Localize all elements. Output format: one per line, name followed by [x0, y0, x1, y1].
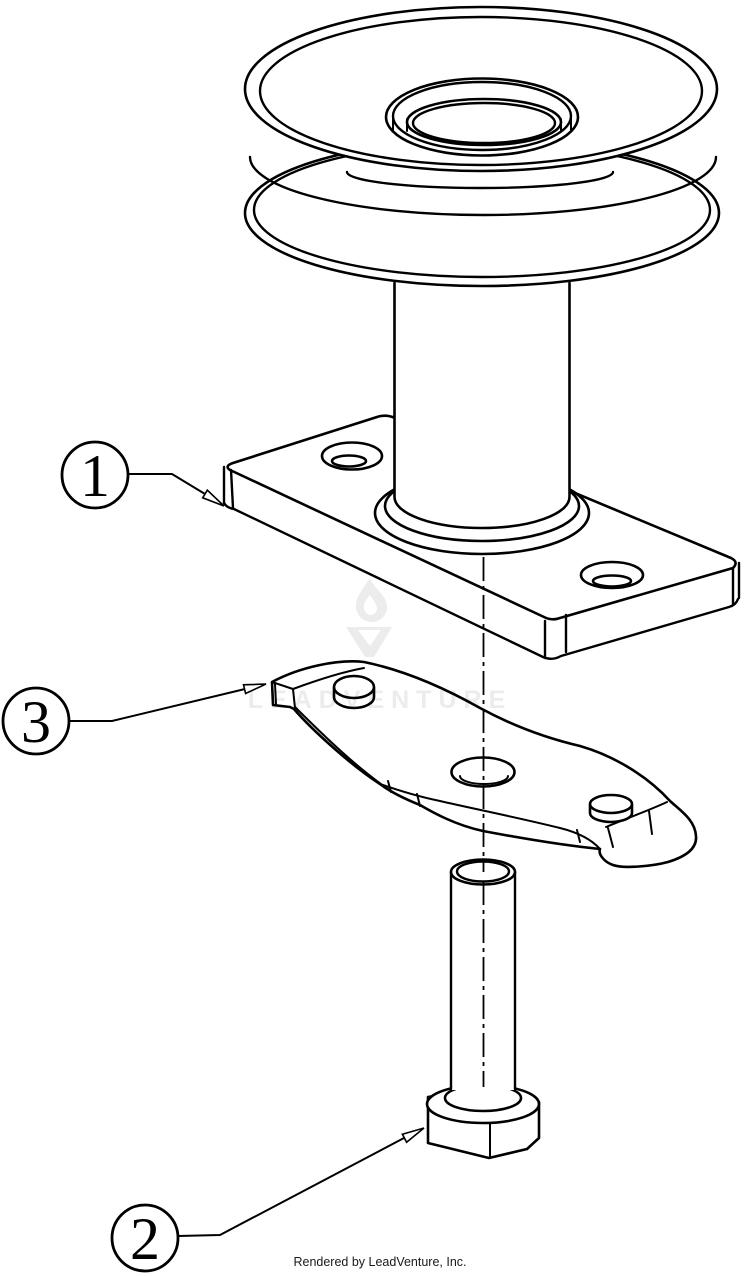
callout-3[interactable]: 3 — [1, 683, 267, 756]
bracket-band-upper-line — [379, 783, 601, 850]
watermark-text: LEADVENTURE — [248, 686, 513, 714]
bracket-tip-facets — [605, 801, 668, 848]
callout-2-leader-line — [177, 1137, 405, 1237]
plate-bottom-edges — [222, 501, 740, 660]
callout-2-arrowhead — [401, 1127, 425, 1144]
bracket-rivet-left-top — [332, 674, 376, 700]
callout-2[interactable]: 2 — [110, 1127, 425, 1273]
v-mark-glyph — [346, 627, 392, 657]
pulley-groove-inner-arc — [345, 170, 615, 190]
pulley-hub-wall-ticks — [392, 115, 572, 131]
callout-1-bubble[interactable] — [60, 440, 130, 510]
bolt-tube-sides — [449, 870, 517, 1091]
pulley-part — [243, 5, 721, 288]
callout-3-arrowhead — [242, 683, 267, 695]
leadventure-watermark: LEADVENTURE — [248, 578, 513, 714]
bracket-thickness-ticks — [387, 780, 581, 843]
bracket-rivet-right-top — [588, 793, 634, 815]
callout-1-leader-line — [127, 473, 206, 495]
rendered-by-footer-text: Rendered by LeadVenture, Inc. — [293, 1255, 466, 1269]
pulley-top-flange-rim — [258, 15, 704, 167]
plate-corner-edge-right — [731, 561, 741, 607]
leadventure-flame-logo-icon — [346, 578, 392, 657]
plate-corner-edge-left — [222, 465, 235, 510]
cylinder-body — [393, 281, 571, 530]
callout-3-leader-line — [68, 688, 246, 722]
bracket-tab-fold-lines — [271, 667, 365, 709]
callout-2-bubble[interactable] — [110, 1203, 180, 1273]
pulley-hub-cylinder — [373, 281, 591, 556]
callout-3-bubble[interactable] — [1, 686, 71, 756]
plate-corner-edge-front — [543, 613, 568, 660]
bracket-near-edge — [294, 706, 382, 785]
pulley-bore-inner — [411, 101, 557, 145]
callout-2-number: 2 — [130, 1206, 160, 1272]
callout-1-arrowhead — [201, 488, 225, 507]
bracket-center-hole-inner-arc — [459, 775, 509, 785]
plate-hole-lower-inner — [591, 574, 633, 588]
pulley-groove-cone-arc — [248, 155, 718, 217]
pulley-bore-wall-ticks — [406, 118, 562, 132]
callout-1[interactable]: 1 — [60, 440, 225, 510]
flame-glyph — [355, 578, 387, 622]
pulley-bore-outer — [405, 97, 563, 147]
callout-1-number: 1 — [80, 443, 110, 509]
callout-3-number: 3 — [21, 689, 51, 755]
plate-hole-upper-inner — [330, 454, 368, 468]
